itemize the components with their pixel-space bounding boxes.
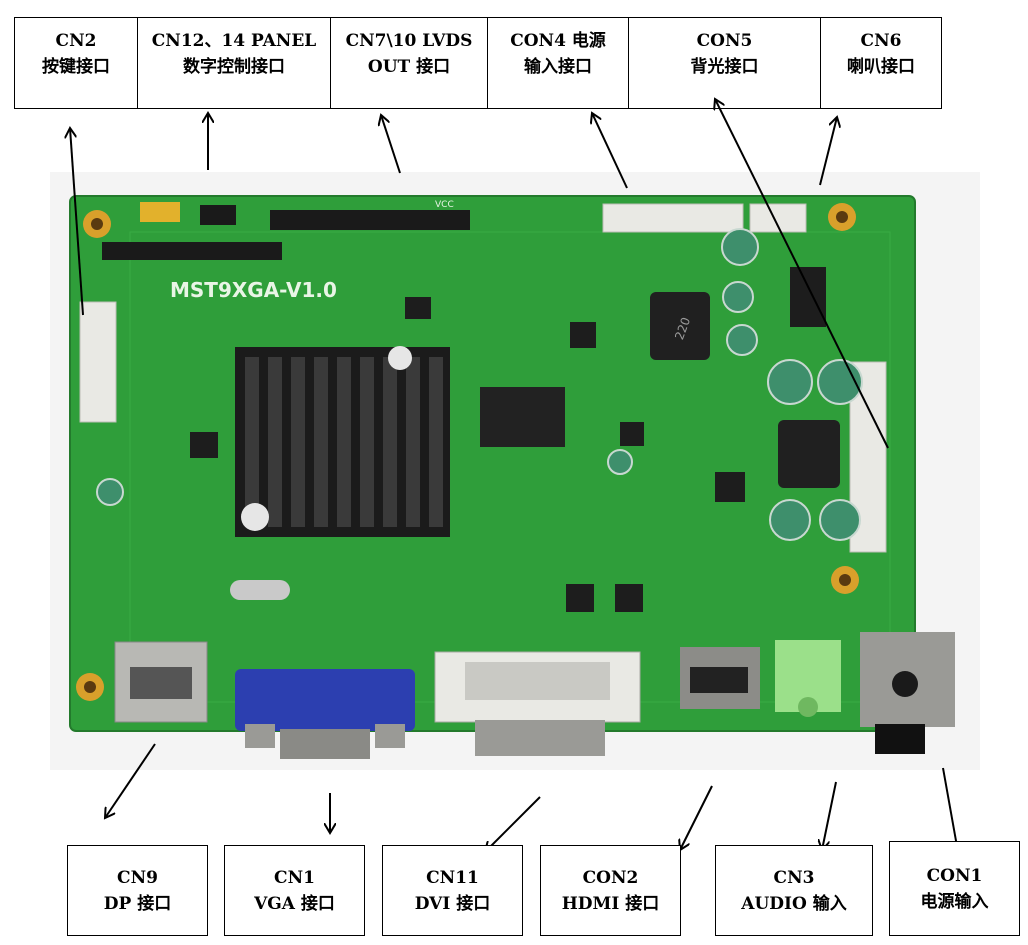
label-cn2-line2: 按键接口 [42, 57, 110, 77]
mounting-hole-icon [76, 673, 104, 701]
memory-chip [480, 387, 565, 447]
header-cn12 [102, 242, 282, 260]
label-cn9-line1: CN9 [117, 867, 158, 888]
mounting-hole-icon [828, 203, 856, 231]
arrow-cn3 [822, 781, 837, 850]
label-cn11-line1: CN11 [426, 867, 479, 888]
connector-vga [235, 669, 415, 759]
header-cn7 [270, 210, 470, 230]
label-cn9-line2: DP 接口 [103, 893, 172, 914]
connector-dvi [434, 651, 641, 756]
label-con1-line2: 电源输入 [920, 891, 989, 912]
label-cn1-line2: VGA 接口 [254, 893, 335, 914]
label-con5: CON5 背光接口 [629, 18, 821, 108]
label-cn7-10-line2: OUT 接口 [367, 57, 451, 77]
arrow-con1 [942, 767, 958, 852]
label-cn12-14: CN12、14 PANEL 数字控制接口 [138, 18, 331, 108]
label-cn2: CN2 按键接口 [15, 18, 138, 108]
label-con4-line1: CON4 电源 [510, 31, 606, 51]
crystal-oscillator [230, 580, 290, 600]
label-con1: CON1 电源输入 [889, 841, 1020, 936]
label-con5-line2: 背光接口 [690, 57, 759, 77]
label-cn11: CN11 DVI 接口 [382, 845, 523, 936]
mounting-hole-icon [83, 210, 111, 238]
connector-con4 [602, 203, 744, 233]
label-con2-line2: HDMI 接口 [561, 893, 660, 914]
header-cn14 [200, 205, 236, 225]
connector-power-jack [860, 632, 955, 754]
label-cn3-line1: CN3 [773, 867, 815, 888]
label-cn3: CN3 AUDIO 输入 [715, 845, 873, 936]
inductor-icon: 220 [650, 292, 710, 360]
label-cn1: CN1 VGA 接口 [224, 845, 365, 936]
label-cn12-14-line1: CN12、14 PANEL [151, 31, 317, 51]
label-cn6-line2: 喇叭接口 [847, 57, 915, 77]
label-cn3-line2: AUDIO 输入 [741, 893, 847, 914]
mounting-hole-icon [831, 566, 859, 594]
pcb-board-photo: MST9XGA-V1.0 VCC 220 [50, 172, 980, 770]
label-cn7-10: CN7\10 LVDS OUT 接口 [331, 18, 488, 108]
inductor-icon [778, 420, 840, 488]
label-con4: CON4 电源 输入接口 [488, 18, 629, 108]
label-cn12-14-line2: 数字控制接口 [183, 57, 285, 77]
label-con2-line1: CON2 [582, 867, 639, 888]
label-con2: CON2 HDMI 接口 [540, 845, 681, 936]
connector-dp [114, 641, 208, 723]
label-con5-line1: CON5 [696, 31, 753, 51]
label-cn6-line1: CN6 [860, 31, 902, 51]
label-cn2-line1: CN2 [55, 31, 97, 51]
label-cn7-10-line1: CN7\10 LVDS [345, 31, 473, 51]
gold-pad-array [140, 202, 180, 222]
heatsink [235, 346, 450, 537]
top-label-table: CN2 按键接口 CN12、14 PANEL 数字控制接口 CN7\10 LVD… [14, 17, 942, 109]
silkscreen-vcc: VCC [435, 200, 454, 210]
label-cn1-line1: CN1 [274, 867, 315, 888]
silkscreen-model: MST9XGA-V1.0 [170, 278, 337, 302]
label-cn6: CN6 喇叭接口 [821, 18, 941, 108]
arrow-cn7-10 [381, 115, 401, 174]
label-cn9: CN9 DP 接口 [67, 845, 208, 936]
connector-cn6 [749, 203, 807, 233]
connector-hdmi [680, 647, 760, 709]
label-cn11-line2: DVI 接口 [414, 893, 491, 914]
arrow-con2 [680, 785, 713, 850]
label-con1-line1: CON1 [926, 865, 983, 886]
label-con4-line2: 输入接口 [524, 57, 592, 77]
connector-cn2 [79, 301, 117, 423]
arrow-cn11 [485, 796, 541, 852]
connector-audio [775, 640, 841, 717]
